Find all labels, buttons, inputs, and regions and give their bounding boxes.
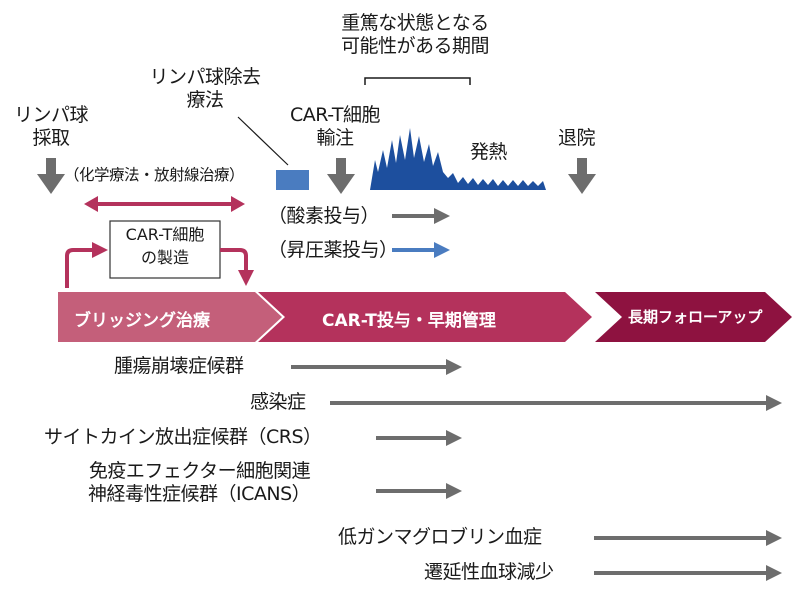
complication-label-crs: サイトカイン放出症候群（CRS）: [44, 426, 322, 448]
fever-curve: [370, 128, 546, 190]
lymphodepletion-box: [276, 170, 309, 190]
complication-label-tls: 腫瘍崩壊症候群: [114, 355, 244, 377]
phase-band-car-t: [258, 292, 592, 342]
oxygen-label: （酸素投与）: [268, 205, 380, 227]
discharge-label: 退院: [558, 127, 596, 149]
vasopressor-label: （昇圧薬投与）: [268, 239, 398, 261]
apheresis-label: リンパ球採取: [13, 104, 89, 149]
manufacturing-in-arrow: [65, 242, 108, 288]
apheresis-down-arrow: [37, 158, 65, 194]
manufacturing-out-arrow: [220, 248, 254, 286]
complication-label-icans: 免疫エフェクター細胞関連神経毒性症候群（ICANS）: [88, 460, 311, 505]
infusion-down-arrow: [327, 158, 355, 194]
phase-label-bridging: ブリッジング治療: [74, 311, 210, 331]
fever-label: 発熱: [470, 141, 508, 163]
manufacturing-label: CAR-T細胞の製造: [125, 225, 205, 267]
phase-label-car-t: CAR-T投与・早期管理: [322, 311, 496, 331]
critical-period-bracket: [364, 77, 471, 85]
complication-label-infection: 感染症: [250, 391, 306, 413]
critical-period-label: 重篤な状態となる可能性がある期間: [340, 12, 490, 57]
lymphodepletion-pointer: [237, 116, 289, 166]
complication-label-cytopenia: 遷延性血球減少: [424, 561, 554, 583]
phase-band-followup: [595, 292, 792, 342]
phase-label-followup: 長期フォローアップ: [628, 308, 763, 326]
bridging-note-label: （化学療法・放射線治療）: [64, 166, 245, 184]
infusion-label: CAR-T細胞輸注: [290, 104, 380, 149]
discharge-down-arrow: [568, 158, 596, 194]
lymphodepletion-label: リンパ球除去療法: [149, 66, 261, 111]
bridging-double-arrow: [84, 196, 245, 212]
complication-label-hypogamma: 低ガンマグロブリン血症: [338, 526, 542, 548]
phase-band-bridging: [58, 292, 282, 342]
manufacturing-box: [109, 220, 221, 279]
